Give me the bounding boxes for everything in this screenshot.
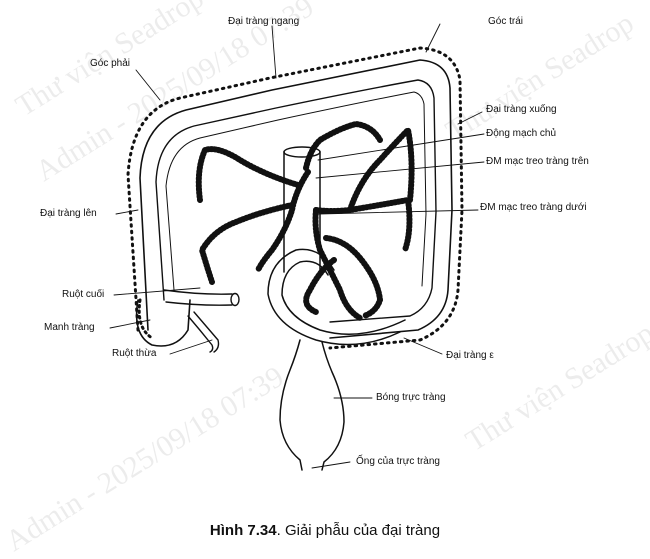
- superior-mesenteric-artery: [195, 121, 383, 285]
- sigmoid-colon: [267, 248, 406, 346]
- figure-caption: Hình 7.34. Giải phẫu của đại tràng: [0, 522, 650, 539]
- colon-inner-wall: [155, 79, 437, 323]
- label-inferior-mesenteric: ĐM mạc treo tràng dưới: [480, 202, 587, 213]
- colon-frame: [126, 46, 464, 350]
- caption-number: Hình 7.34: [209, 522, 277, 539]
- label-right-corner: Góc phải: [90, 58, 131, 69]
- caption-text: . Giải phẫu của đại tràng: [276, 522, 441, 539]
- label-ascending-colon: Đại tràng lên: [40, 208, 97, 219]
- appendix: [187, 311, 220, 353]
- label-appendix: Ruột thừa: [112, 348, 157, 359]
- rectum: [279, 339, 345, 471]
- ileum: [163, 289, 240, 307]
- cecum: [135, 298, 191, 347]
- label-superior-mesenteric: ĐM mạc treo tràng trên: [486, 156, 589, 167]
- label-cecum: Manh tràng: [44, 322, 95, 333]
- label-transverse-colon: Đại tràng ngang: [228, 16, 300, 27]
- label-left-corner: Góc trái: [488, 16, 524, 27]
- label-anal-canal: Ống của trực tràng: [356, 456, 440, 467]
- label-sigmoid-colon: Đại tràng ε: [446, 350, 494, 361]
- label-descending-colon: Đại tràng xuống: [486, 104, 557, 115]
- label-rectal-ampulla: Bóng trực tràng: [376, 392, 446, 403]
- colon-inner-line: [165, 91, 427, 291]
- label-aorta: Động mạch chủ: [486, 128, 557, 139]
- inferior-mesenteric-artery: [303, 127, 415, 321]
- leader-lines: [109, 23, 485, 469]
- label-ileum: Ruột cuối: [62, 289, 105, 300]
- colon-outer-wall: [139, 59, 453, 339]
